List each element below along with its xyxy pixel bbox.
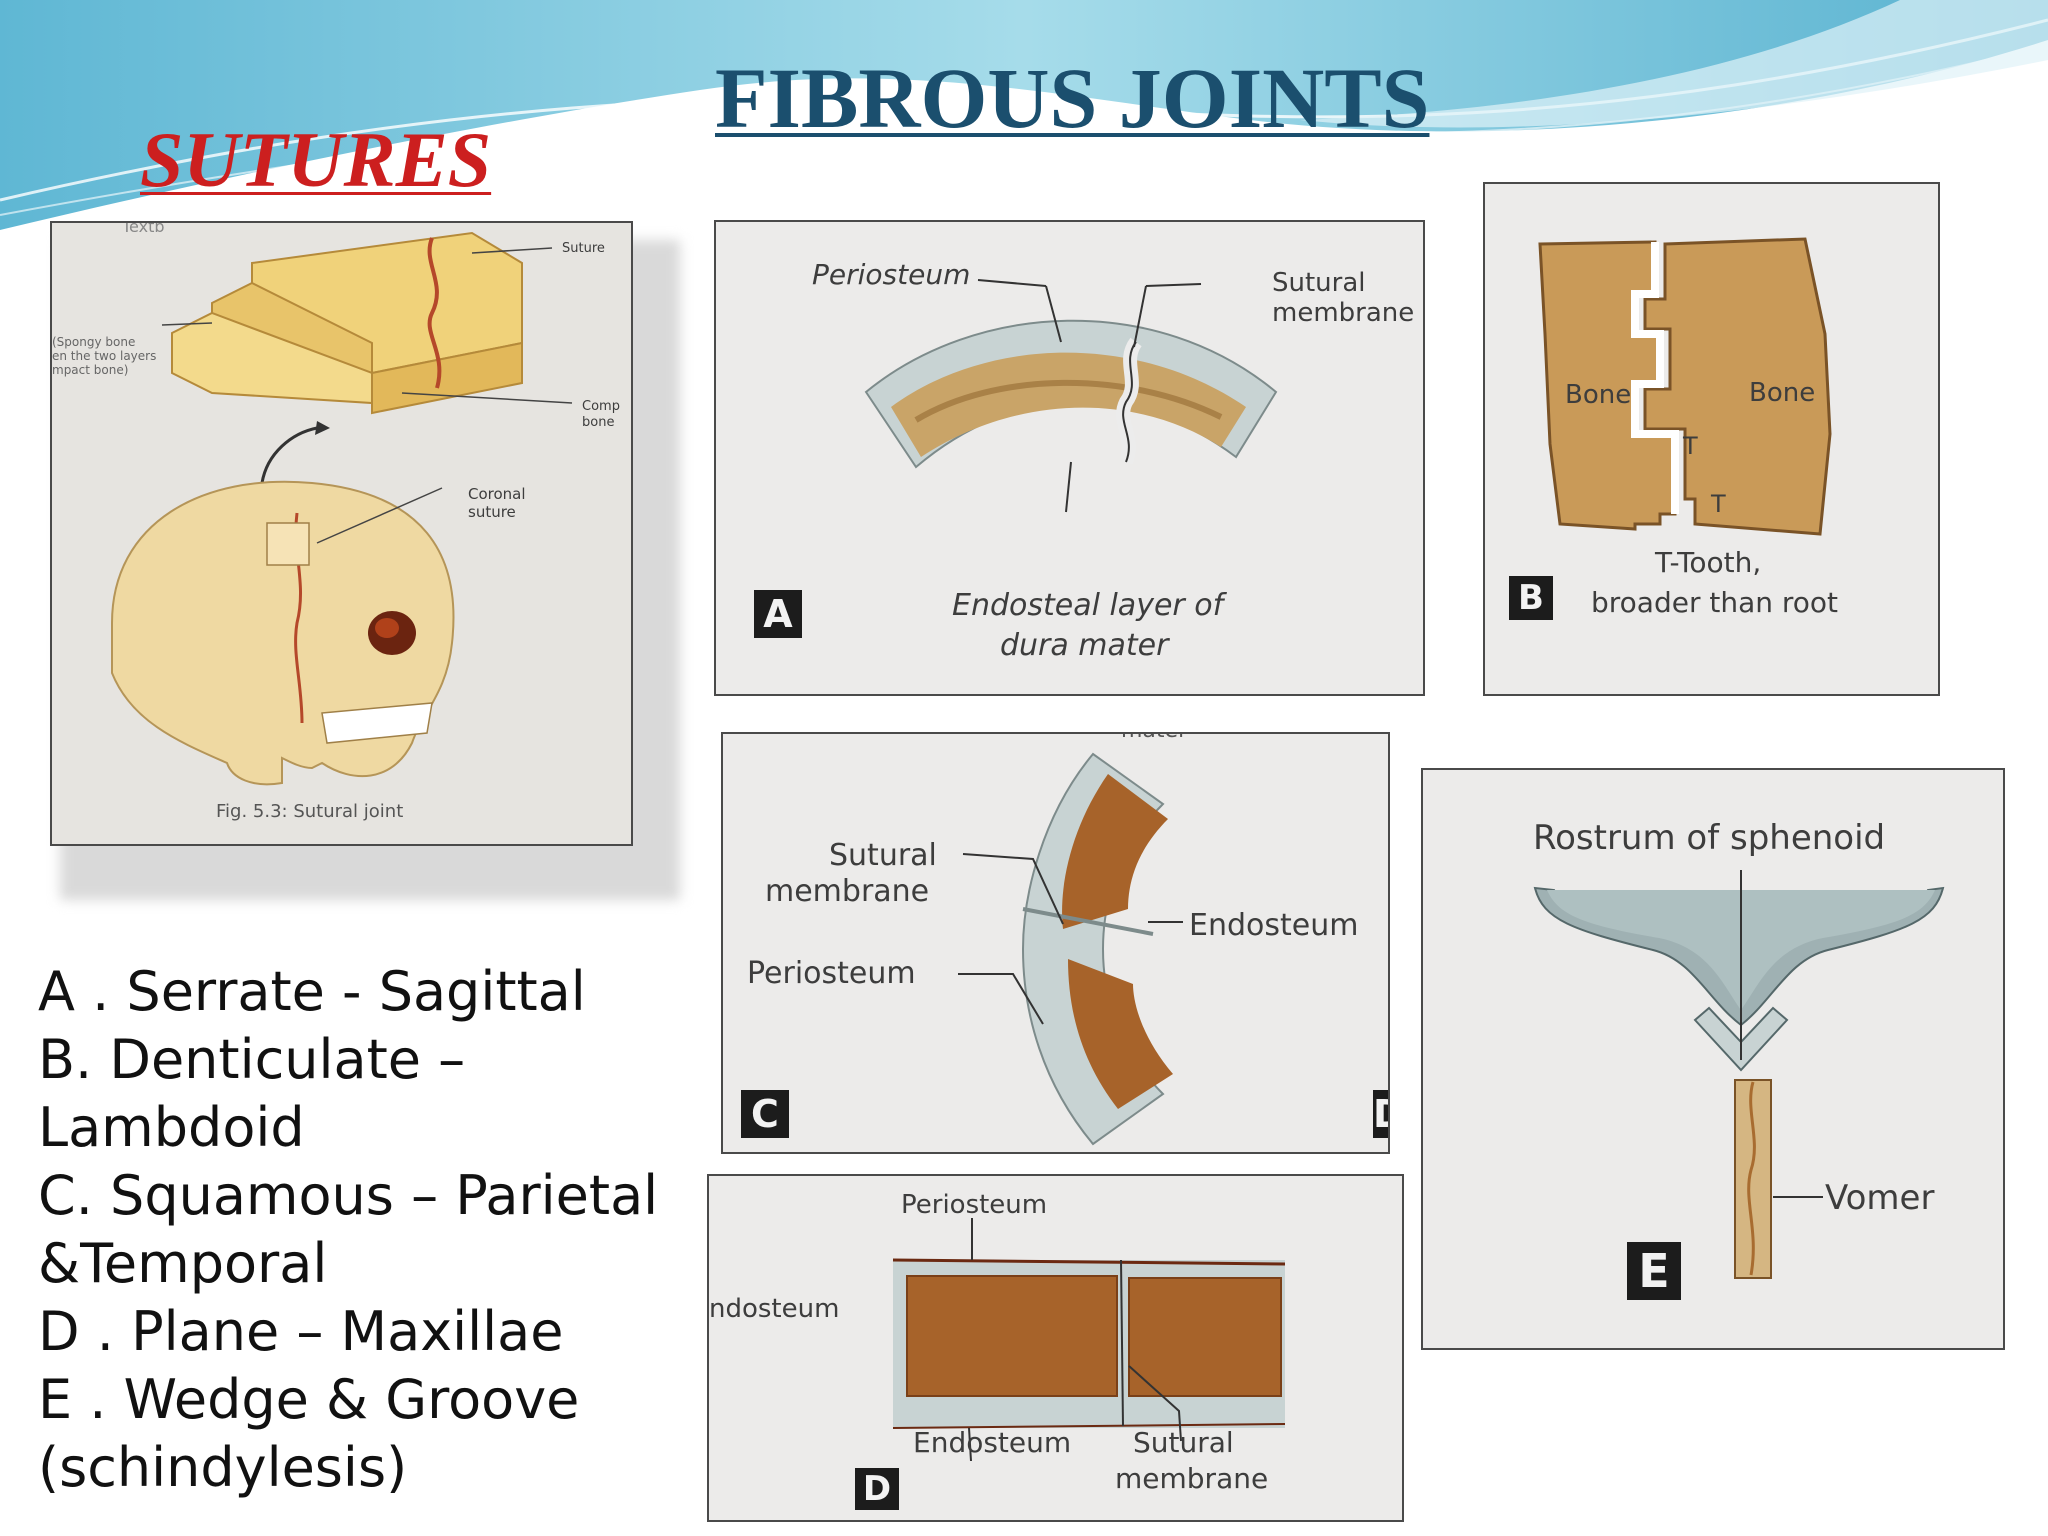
fig-b-caption-2: broader than root xyxy=(1591,586,1839,619)
skull-diagram xyxy=(111,231,573,786)
fig-a-sutural-2: membrane xyxy=(1272,298,1415,328)
header-wave xyxy=(0,0,2048,230)
book-top-text: Textb xyxy=(122,221,165,236)
label-spongy: (Spongy bone xyxy=(52,335,136,349)
slide-title: FIBROUS JOINTS xyxy=(715,50,1430,146)
fig-a-endosteal-2: dura mater xyxy=(1000,628,1169,663)
figure-caption: Fig. 5.3: Sutural joint xyxy=(216,801,404,822)
label-coronal2: suture xyxy=(468,503,516,521)
list-line: A . Serrate - Sagittal xyxy=(38,960,586,1023)
figure-d-diagram xyxy=(892,1218,1286,1462)
figure-e: Rostrum of sphenoid Vomer E xyxy=(1421,768,2005,1350)
fig-c-sutural-1: Sutural xyxy=(829,838,937,873)
fig-a-badge: A xyxy=(754,590,802,638)
slide-subtitle: SUTURES xyxy=(140,116,492,203)
fig-c-top-cut: mater xyxy=(1121,734,1187,743)
label-suture: Suture xyxy=(562,241,605,256)
list-line: B. Denticulate – xyxy=(38,1028,466,1091)
book-figure: Textb Suture (Spongy bone en the two lay… xyxy=(50,221,633,846)
fig-a-sutural-1: Sutural xyxy=(1272,268,1366,298)
figure-e-diagram xyxy=(1533,870,1945,1279)
fig-e-vomer: Vomer xyxy=(1825,1178,1935,1218)
fig-c-periosteum: Periosteum xyxy=(747,956,916,991)
fig-b-caption-1: T-Tooth, xyxy=(1655,546,1762,579)
list-line: &Temporal xyxy=(38,1232,328,1295)
fig-a-endosteal-1: Endosteal layer of xyxy=(952,588,1224,623)
figure-a: Periosteum Sutural membrane Endosteal la… xyxy=(714,220,1425,696)
fig-c-sutural-2: membrane xyxy=(765,874,930,909)
figure-c: mater Sutural membrane Periosteum Endost… xyxy=(721,732,1390,1154)
list-line: E . Wedge & Groove xyxy=(38,1368,580,1431)
fig-d-periosteum: Periosteum xyxy=(901,1190,1048,1220)
list-line: Lambdoid xyxy=(38,1096,305,1159)
figure-c-diagram xyxy=(958,752,1183,1146)
list-line: D . Plane – Maxillae xyxy=(38,1300,564,1363)
figure-b: Bone Bone T T T-Tooth, broader than root… xyxy=(1483,182,1940,696)
fig-e-badge: E xyxy=(1627,1242,1681,1300)
fig-e-rostrum: Rostrum of sphenoid xyxy=(1533,818,1886,858)
fig-c-badge: C xyxy=(741,1090,789,1138)
fig-b-t1: T xyxy=(1683,432,1698,460)
suture-type-list: A . Serrate - Sagittal B. Denticulate – … xyxy=(38,958,678,1502)
label-coronal: Coronal xyxy=(468,485,526,503)
figure-b-diagram xyxy=(1538,237,1832,536)
fig-d-endosteum-left: ndosteum xyxy=(709,1294,840,1324)
label-spongy2: en the two layers xyxy=(52,349,157,363)
fig-b-t2: T xyxy=(1711,490,1726,518)
fig-d-endosteum-bottom: Endosteum xyxy=(913,1426,1072,1459)
fig-d-badge: D xyxy=(855,1468,899,1510)
label-compact2: bone xyxy=(582,415,615,430)
fig-c-endosteum: Endosteum xyxy=(1189,908,1359,943)
list-line: C. Squamous – Parietal xyxy=(38,1164,659,1227)
fig-d-sutural-2: membrane xyxy=(1115,1462,1269,1495)
fig-c-corner: D xyxy=(1373,1090,1388,1138)
label-compact: Comp xyxy=(582,399,620,414)
fig-a-periosteum: Periosteum xyxy=(812,258,971,291)
figure-a-diagram xyxy=(864,279,1278,513)
label-spongy3: mpact bone) xyxy=(52,363,129,377)
fig-b-badge: B xyxy=(1509,576,1553,620)
fig-b-bone-right: Bone xyxy=(1749,378,1816,408)
list-line: (schindylesis) xyxy=(38,1436,408,1499)
fig-d-sutural-1: Sutural xyxy=(1133,1426,1234,1459)
figure-d: Periosteum ndosteum Endosteum Sutural me… xyxy=(707,1174,1404,1522)
fig-b-bone-left: Bone xyxy=(1565,380,1632,410)
